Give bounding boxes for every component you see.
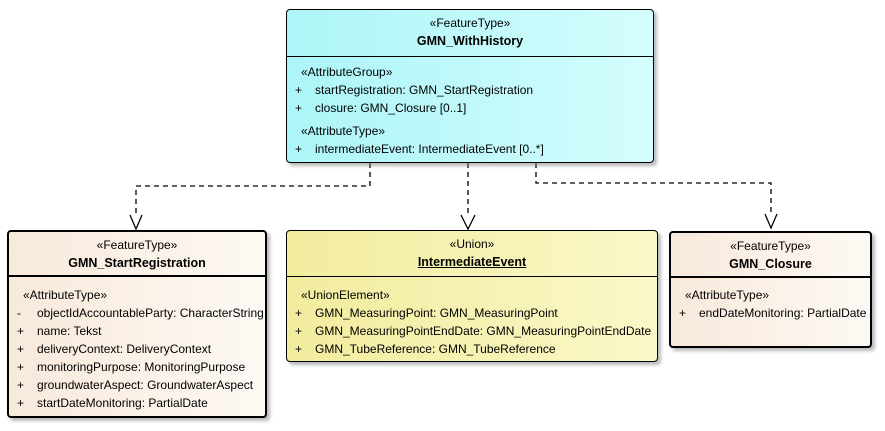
visibility-symbol: + [17, 378, 25, 392]
class-header: «Union» IntermediateEvent [287, 231, 657, 277]
section-stereotype: «AttributeType» [301, 123, 386, 138]
attribute-row: + monitoringPurpose: MonitoringPurpose [9, 358, 265, 376]
attribute-row: + endDateMonitoring: PartialDate [671, 304, 870, 322]
stereotype-label: «Union» [449, 237, 495, 251]
attribute-row: + groundwaterAspect: GroundwaterAspect [9, 376, 265, 394]
attribute-row: + intermediateEvent: IntermediateEvent [… [287, 140, 653, 158]
visibility-symbol: + [295, 323, 303, 338]
attribute-text: groundwaterAspect: GroundwaterAspect [37, 378, 254, 392]
section-stereotype: «AttributeType» [23, 288, 108, 302]
attribute-row: + closure: GMN_Closure [0..1] [287, 99, 653, 117]
attribute-text: closure: GMN_Closure [0..1] [315, 100, 467, 115]
attribute-text: GMN_MeasuringPoint: GMN_MeasuringPoint [315, 305, 558, 320]
attributes-compartment: «UnionElement» + GMN_MeasuringPoint: GMN… [287, 277, 657, 358]
attribute-text: monitoringPurpose: MonitoringPurpose [37, 360, 246, 374]
class-name: IntermediateEvent [417, 255, 527, 269]
visibility-symbol: + [295, 305, 303, 320]
attribute-text: intermediateEvent: IntermediateEvent [0.… [315, 141, 544, 156]
visibility-symbol: + [295, 100, 303, 115]
attribute-row: + GMN_TubeReference: GMN_TubeReference [287, 340, 657, 358]
visibility-symbol: + [679, 306, 687, 320]
class-name: GMN_StartRegistration [68, 256, 206, 270]
dependency-withhistory-to-closure [535, 163, 778, 230]
class-name: GMN_Closure [729, 257, 812, 271]
class-header: «FeatureType» GMN_StartRegistration [9, 232, 265, 277]
attribute-text: GMN_TubeReference: GMN_TubeReference [315, 341, 556, 356]
attribute-text: deliveryContext: DeliveryContext [37, 342, 212, 356]
visibility-symbol: + [17, 396, 25, 410]
section-stereotype: «AttributeType» [685, 288, 770, 302]
visibility-symbol: + [17, 360, 25, 374]
stereotype-label: «FeatureType» [96, 238, 178, 252]
class-header: «FeatureType» GMN_Closure [671, 233, 870, 278]
attribute-text: startRegistration: GMN_StartRegistration [315, 82, 534, 97]
visibility-symbol: - [17, 306, 21, 320]
visibility-symbol: + [17, 324, 25, 338]
attribute-text: startDateMonitoring: PartialDate [37, 396, 208, 410]
dependency-withhistory-to-startregistration [129, 163, 371, 231]
dependency-withhistory-to-intermediateevent [460, 163, 476, 231]
attributes-compartment: «AttributeType» + endDateMonitoring: Par… [671, 278, 870, 322]
attribute-row: + name: Tekst [9, 322, 265, 340]
class-box-gmn-startregistration[interactable]: «FeatureType» GMN_StartRegistration «Att… [7, 230, 267, 418]
attribute-row: + GMN_MeasuringPointEndDate: GMN_Measuri… [287, 322, 657, 340]
attribute-row: + GMN_MeasuringPoint: GMN_MeasuringPoint [287, 304, 657, 322]
attribute-row: + startDateMonitoring: PartialDate [9, 394, 265, 412]
visibility-symbol: + [295, 141, 303, 156]
section-stereotype: «UnionElement» [301, 287, 390, 302]
open-arrowhead-icon [460, 214, 476, 231]
open-arrowhead-icon [764, 213, 778, 230]
attribute-row: + startRegistration: GMN_StartRegistrati… [287, 81, 653, 99]
open-arrowhead-icon [129, 214, 143, 231]
class-box-gmn-withhistory[interactable]: «FeatureType» GMN_WithHistory «Attribute… [286, 9, 654, 163]
section-stereotype: «AttributeGroup» [301, 64, 393, 79]
class-box-gmn-closure[interactable]: «FeatureType» GMN_Closure «AttributeType… [669, 231, 872, 348]
attributes-compartment: «AttributeType» - objectIdAccountablePar… [9, 277, 265, 412]
visibility-symbol: + [17, 342, 25, 356]
attribute-text: GMN_MeasuringPointEndDate: GMN_Measuring… [315, 323, 652, 338]
visibility-symbol: + [295, 341, 303, 356]
class-name: GMN_WithHistory [416, 34, 524, 48]
class-box-intermediateevent[interactable]: «Union» IntermediateEvent «UnionElement»… [286, 230, 658, 362]
stereotype-label: «FeatureType» [730, 239, 811, 253]
attribute-row: + deliveryContext: DeliveryContext [9, 340, 265, 358]
attribute-text: objectIdAccountableParty: CharacterStrin… [37, 306, 264, 320]
attributes-compartment: «AttributeGroup» + startRegistration: GM… [287, 57, 653, 158]
attribute-text: name: Tekst [37, 324, 102, 338]
attribute-text: endDateMonitoring: PartialDate [699, 306, 867, 320]
class-header: «FeatureType» GMN_WithHistory [287, 10, 653, 57]
stereotype-label: «FeatureType» [429, 16, 511, 30]
attribute-row: - objectIdAccountableParty: CharacterStr… [9, 304, 265, 322]
visibility-symbol: + [295, 82, 303, 97]
